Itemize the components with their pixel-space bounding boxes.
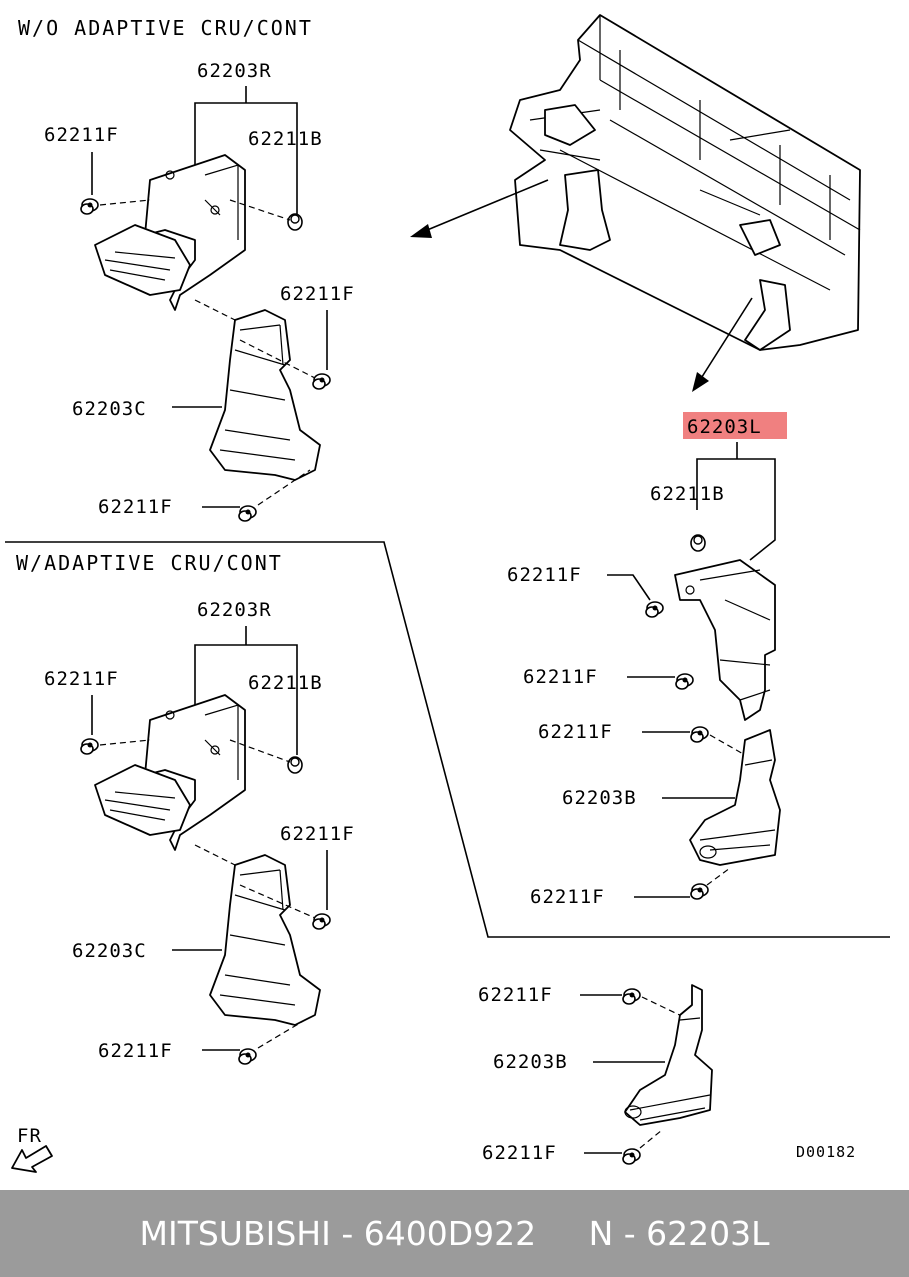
part-label-62203r-top: 62203R	[197, 60, 272, 82]
clip-icon	[675, 673, 694, 690]
part-label-62211f-bottom-right-a: 62211F	[478, 984, 553, 1006]
clip-icon	[622, 988, 641, 1005]
parts-diagram: W/O ADAPTIVE CRU/CONT 62203R 62211F 6221…	[5, 14, 890, 1173]
separator: -	[613, 1214, 647, 1253]
brand-name: MITSUBISHI	[139, 1214, 331, 1253]
part-label-62211b-bottom: 62211B	[248, 672, 323, 694]
clip-icon	[690, 883, 709, 900]
part-label-62203c-bottom: 62203C	[72, 940, 147, 962]
clip-icon	[312, 373, 331, 390]
part-label-62203r-bottom: 62203R	[197, 599, 272, 621]
part-label-62203b-bottom-right: 62203B	[493, 1051, 568, 1073]
part-code: 62203L	[646, 1214, 770, 1253]
clip-icon	[312, 913, 331, 930]
part-label-62203b-right: 62203B	[562, 787, 637, 809]
front-direction-label: FR	[17, 1125, 42, 1147]
section-header-without-adaptive: W/O ADAPTIVE CRU/CONT	[18, 16, 313, 40]
part-label-62211f-right-b: 62211F	[523, 666, 598, 688]
clip-icon	[622, 1148, 641, 1165]
gap	[536, 1214, 588, 1253]
part-62203b-right	[689, 729, 781, 866]
section-header-with-adaptive: W/ADAPTIVE CRU/CONT	[16, 551, 283, 575]
bolt-icon	[287, 213, 303, 231]
part-label-62211f-bottom-a: 62211F	[44, 668, 119, 690]
part-label-62211f-top-a: 62211F	[44, 124, 119, 146]
front-arrow-icon	[11, 1145, 53, 1173]
part-label-62203c-top: 62203C	[72, 398, 147, 420]
n-label: N	[588, 1214, 614, 1253]
part-label-62211f-right-d: 62211F	[530, 886, 605, 908]
clip-icon	[238, 505, 257, 522]
clip-icon	[690, 726, 709, 743]
part-label-62203l: 62203L	[687, 416, 762, 438]
bolt-icon	[287, 756, 303, 774]
footer-bar: MITSUBISHI - 6400D922 N - 62203L	[0, 1190, 909, 1277]
clip-icon	[645, 601, 664, 618]
part-label-62211f-bottom-b: 62211F	[280, 823, 355, 845]
part-label-62211f-top-c: 62211F	[98, 496, 173, 518]
clip-icon	[80, 198, 99, 215]
highlight-62203l	[683, 412, 787, 439]
part-label-62211f-top-b: 62211F	[280, 283, 355, 305]
separator: -	[330, 1214, 364, 1253]
part-label-62211f-bottom-c: 62211F	[98, 1040, 173, 1062]
part-label-62211f-right-a: 62211F	[507, 564, 582, 586]
part-label-62211b-top: 62211B	[248, 128, 323, 150]
part-number: 6400D922	[363, 1214, 537, 1253]
part-label-62211f-bottom-right-b: 62211F	[482, 1142, 557, 1164]
part-label-62211b-right: 62211B	[650, 483, 725, 505]
part-62203b-bottom-right	[624, 984, 713, 1126]
part-label-62211f-right-c: 62211F	[538, 721, 613, 743]
part-62203l-upper	[674, 559, 776, 721]
bolt-icon	[690, 534, 706, 552]
vehicle-front-structure	[509, 14, 861, 351]
drawing-code: D00182	[796, 1143, 856, 1161]
footer-caption: MITSUBISHI - 6400D922 N - 62203L	[139, 1214, 769, 1253]
clip-icon	[238, 1048, 257, 1065]
clip-icon	[80, 738, 99, 755]
